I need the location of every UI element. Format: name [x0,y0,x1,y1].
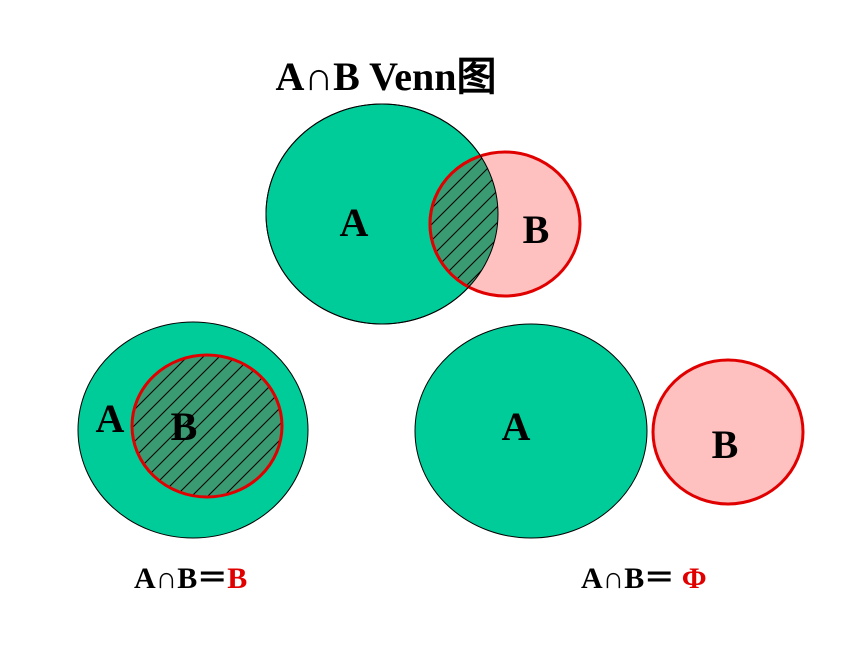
set-a-label: A [502,404,531,449]
set-a-label: A [96,396,125,441]
set-b-label: B [523,207,550,252]
caption-prefix: A∩B＝ [581,562,682,595]
caption-disjoint: A∩B＝ Φ [581,562,707,595]
set-b-circle [651,358,805,506]
caption-result: Φ [682,562,707,595]
caption-prefix: A∩B＝ [134,562,227,595]
set-a-circle [414,323,648,539]
set-b-label: B [712,422,739,467]
page-title: A∩B Venn图 [275,54,496,99]
set-b-label: B [171,404,198,449]
diagram-b-subset-of-a: A B A∩B＝B [77,321,309,595]
diagram-partial-overlap: A B [265,103,582,325]
set-b-circle [130,353,284,499]
caption-result: B [227,562,247,595]
caption-subset: A∩B＝B [134,562,247,595]
set-a-label: A [340,200,369,245]
diagram-disjoint: A B A∩B＝ Φ [414,323,805,595]
intersection-region [428,150,498,298]
